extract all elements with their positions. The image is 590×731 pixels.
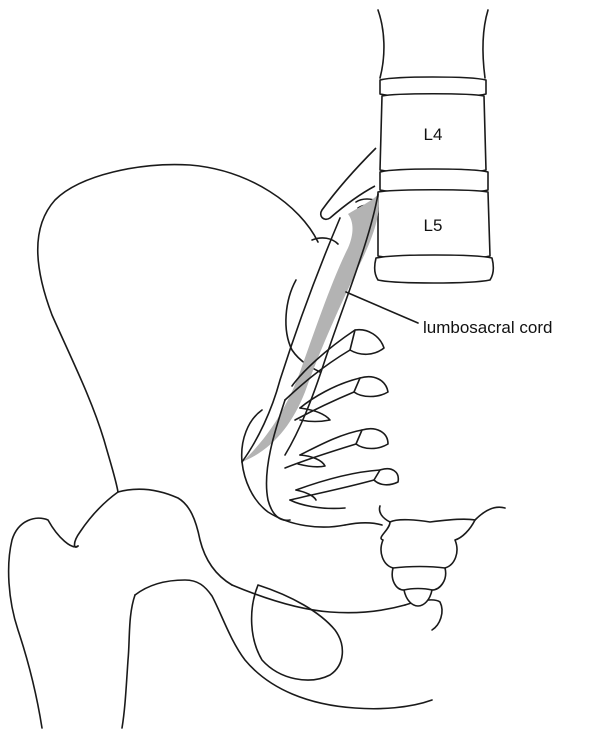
label-lumbosacral-cord: lumbosacral cord	[423, 318, 552, 337]
acetabulum	[118, 462, 405, 613]
label-l5: L5	[424, 216, 443, 235]
obturator-foramen	[252, 585, 343, 680]
sacrum-coccyx	[379, 506, 505, 606]
femur	[9, 492, 432, 728]
upper-spinal-column	[378, 10, 488, 78]
cord-leader-line	[346, 292, 418, 323]
ilium	[38, 165, 338, 492]
label-l4: L4	[424, 125, 443, 144]
